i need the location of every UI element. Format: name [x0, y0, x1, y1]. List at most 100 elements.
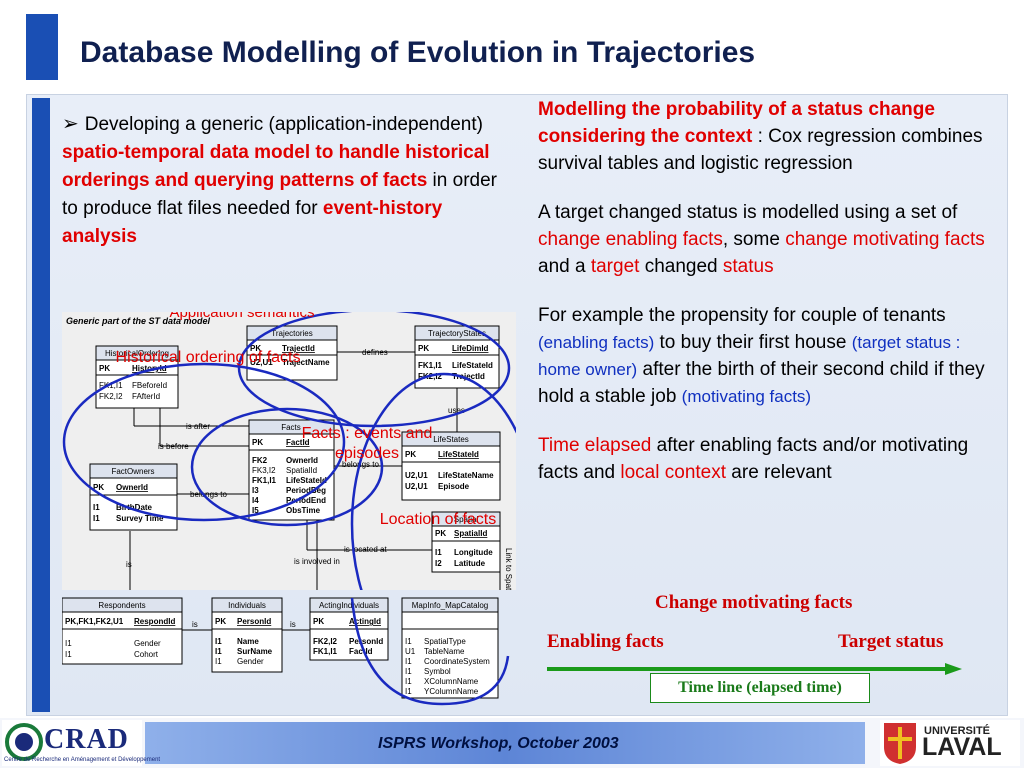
entity-life-states: LifeStates PK LifeStateId U2,U1 LifeStat… — [401, 431, 501, 501]
svg-text:TrajectId: TrajectId — [452, 372, 485, 381]
laval-logo-text: LAVAL — [922, 733, 1002, 761]
svg-text:I1: I1 — [215, 657, 222, 666]
svg-text:I1: I1 — [93, 503, 100, 512]
svg-text:PersonId: PersonId — [349, 637, 383, 646]
crad-emblem-icon — [5, 723, 43, 761]
crad-logo — [2, 720, 142, 766]
svg-text:I4: I4 — [252, 496, 259, 505]
svg-text:ActingIndividuals: ActingIndividuals — [319, 601, 379, 610]
svg-text:SpatialId: SpatialId — [286, 466, 317, 475]
right-column: Modelling the probability of a status ch… — [538, 96, 1000, 508]
er-diagram-svg: Generic part of the ST data model define… — [62, 312, 516, 590]
label-application-semantics: Application semantics — [169, 312, 314, 321]
svg-text:TableName: TableName — [424, 647, 465, 656]
entity-individuals: Individuals PK PersonId I1 Name I1 SurNa… — [211, 597, 283, 673]
svg-text:LifeStateId: LifeStateId — [452, 361, 493, 370]
right-paragraph-4: Time elapsed after enabling facts and/or… — [538, 435, 969, 483]
svg-text:FK1,I1: FK1,I1 — [99, 381, 123, 390]
svg-text:Episode: Episode — [438, 482, 470, 491]
diagram-title: Generic part of the ST data model — [66, 316, 211, 326]
rel-is-located-at: is located at — [344, 545, 387, 554]
footer-text: ISPRS Workshop, October 2003 — [378, 735, 619, 752]
svg-text:PK: PK — [250, 344, 261, 353]
svg-text:PersonId: PersonId — [237, 617, 271, 626]
svg-text:I1: I1 — [405, 637, 412, 646]
svg-text:TrajectoryStates: TrajectoryStates — [428, 329, 486, 338]
timeline-arrow — [547, 663, 962, 675]
oval-location-lower — [350, 597, 510, 706]
er-diagram-lower: is is Respondents PK,FK1,FK2,U1 RespondI… — [62, 597, 510, 706]
svg-text:Facts: Facts — [281, 423, 301, 432]
svg-text:Individuals: Individuals — [228, 601, 266, 610]
svg-text:I1: I1 — [405, 667, 412, 676]
timeline-label-box: Time line (elapsed time) — [650, 673, 870, 703]
svg-text:I1: I1 — [65, 639, 72, 648]
left-bullet-text: ➢Developing a generic (application-indep… — [62, 110, 510, 251]
svg-text:I1: I1 — [93, 514, 100, 523]
entity-respondents: Respondents PK,FK1,FK2,U1 RespondId I1 G… — [62, 597, 183, 665]
svg-text:PK: PK — [405, 450, 416, 459]
title-accent-bar — [26, 14, 58, 80]
svg-text:Gender: Gender — [134, 639, 161, 648]
svg-text:I3: I3 — [252, 486, 259, 495]
svg-text:U2,U1: U2,U1 — [405, 471, 428, 480]
right-paragraph-1: Modelling the probability of a status ch… — [538, 96, 1000, 177]
footer-band — [145, 722, 865, 764]
svg-text:Trajectories: Trajectories — [271, 329, 313, 338]
rel-is-before: is before — [158, 442, 189, 451]
entity-mapinfo-catalog: MapInfo_MapCatalog I1 SpatialType U1 Tab… — [401, 597, 499, 699]
laval-shield-icon — [884, 723, 916, 764]
svg-text:SpatialId: SpatialId — [454, 529, 487, 538]
svg-text:MapInfo_MapCatalog: MapInfo_MapCatalog — [412, 601, 489, 610]
right-paragraph-2: A target changed status is modelled usin… — [538, 202, 985, 277]
left-text-part-1: Developing a generic (application-indepe… — [84, 114, 483, 135]
oval-location — [350, 372, 516, 590]
svg-text:U2,U1: U2,U1 — [405, 482, 428, 491]
svg-text:Spatial: Spatial — [454, 515, 479, 524]
left-text-part-2: in order to produce flat files needed fo… — [62, 170, 497, 219]
svg-text:I5: I5 — [252, 506, 259, 515]
arrow-bullet-icon: ➢ — [62, 113, 79, 135]
svg-text:OwnerId: OwnerId — [116, 483, 148, 492]
svg-text:FAfterId: FAfterId — [132, 392, 160, 401]
svg-text:FactId: FactId — [286, 438, 310, 447]
svg-text:U1: U1 — [405, 647, 416, 656]
svg-text:Survey Time: Survey Time — [116, 514, 164, 523]
svg-text:PK: PK — [313, 617, 324, 626]
entity-spatial: Spatial PK SpatialId I1 Longitude I2 Lat… — [431, 511, 501, 573]
rel-belongs-to-owner: belongs to — [190, 490, 227, 499]
right-p1-text: : Cox regression combines survival table… — [538, 126, 983, 174]
svg-text:Longitude: Longitude — [454, 548, 493, 557]
enabling-facts-label: Enabling facts — [547, 631, 664, 652]
svg-text:LifeStateId: LifeStateId — [438, 450, 479, 459]
svg-text:YColumnName: YColumnName — [424, 687, 479, 696]
left-accent-bar — [32, 98, 50, 712]
rel-uses: uses — [448, 406, 465, 415]
svg-text:Respondents: Respondents — [98, 601, 145, 610]
svg-text:Cohort: Cohort — [134, 650, 159, 659]
entity-trajectory-states: TrajectoryStates PK LifeDimId FK1,I1 Lif… — [414, 325, 500, 389]
svg-text:SpatialType: SpatialType — [424, 637, 466, 646]
svg-text:Gender: Gender — [237, 657, 264, 666]
svg-text:FK3,I2: FK3,I2 — [252, 466, 276, 475]
rel-link-spatialware: Link to Spatialware — [504, 548, 513, 590]
crad-logo-text: CRAD — [44, 724, 129, 755]
oval-facts — [190, 407, 384, 527]
svg-text:Symbol: Symbol — [424, 667, 451, 676]
svg-text:OwnerId: OwnerId — [286, 456, 318, 465]
rel-is-respondent: is — [126, 560, 132, 569]
svg-text:PK,FK1,FK2,U1: PK,FK1,FK2,U1 — [65, 617, 124, 626]
svg-text:Name: Name — [237, 637, 259, 646]
svg-text:PeriodBeg: PeriodBeg — [286, 486, 326, 495]
svg-text:I1: I1 — [215, 647, 222, 656]
svg-text:LifeStates: LifeStates — [433, 435, 469, 444]
svg-text:LifeDimId: LifeDimId — [452, 344, 489, 353]
annotation-labels: Application semantics Historical orderin… — [169, 312, 314, 321]
svg-text:BirthDate: BirthDate — [116, 503, 153, 512]
svg-text:ActingId: ActingId — [349, 617, 381, 626]
svg-text:HistoryId: HistoryId — [132, 364, 167, 373]
svg-text:FK2,I2: FK2,I2 — [313, 637, 338, 646]
rel-defines: defines — [362, 348, 388, 357]
annotation-historical: Historical ordering of facts — [115, 349, 301, 366]
svg-text:FK2,I2: FK2,I2 — [99, 392, 123, 401]
